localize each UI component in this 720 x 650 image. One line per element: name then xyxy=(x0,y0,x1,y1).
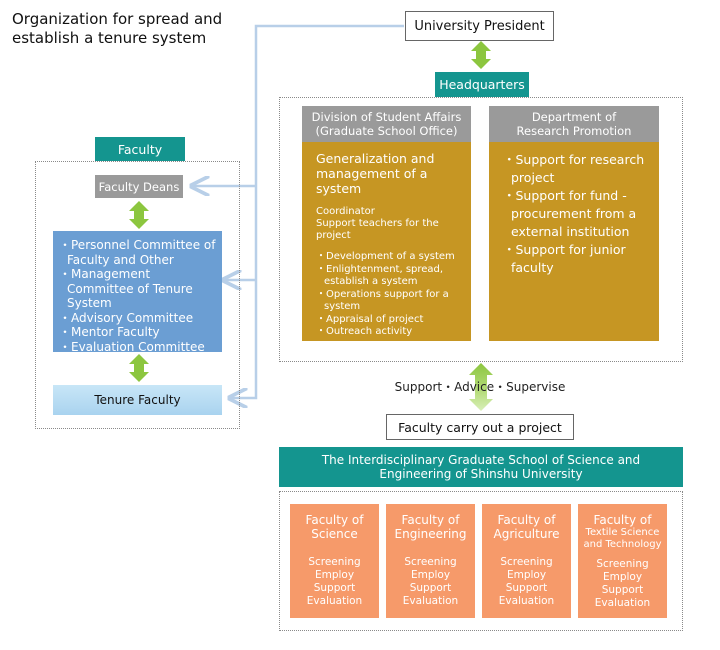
faculty-panel-label: Faculty xyxy=(95,137,185,161)
committee-item: ・Personnel Committee of Faculty and Othe… xyxy=(59,238,216,267)
faculty-card-name: Textile Science and Technology xyxy=(583,527,662,550)
faculty-deans-label: Faculty Deans xyxy=(98,179,180,194)
project-box: Faculty carry out a project xyxy=(386,414,574,440)
graduate-school-banner: The Interdisciplinary Graduate School of… xyxy=(279,447,683,487)
faculty-card: Faculty of Engineering Screening Employ … xyxy=(386,504,475,618)
faculty-card: Faculty of Agriculture Screening Employ … xyxy=(482,504,571,618)
faculty-card-tasks: Screening Employ Support Evaluation xyxy=(386,556,475,608)
committee-item: ・Evaluation Committee xyxy=(59,339,205,354)
university-president-label: University President xyxy=(414,18,545,34)
faculty-card-name: Science xyxy=(311,527,358,541)
faculty-task: Evaluation xyxy=(402,595,459,607)
faculty-task: Evaluation xyxy=(306,595,363,607)
president-connector xyxy=(192,24,404,398)
faculty-deans-box: Faculty Deans xyxy=(95,175,183,198)
committee-item: ・Advisory Committee xyxy=(59,310,194,325)
committee-item: ・Mentor Faculty xyxy=(59,325,160,339)
division-bullet: ・Outreach activity xyxy=(316,326,413,337)
division-header-line1: Division of Student Affairs xyxy=(311,110,462,124)
research-bullet: ・Support for junior faculty xyxy=(503,242,626,275)
faculty-card: Faculty of Textile Science and Technolog… xyxy=(578,504,667,618)
tenure-faculty-label: Tenure Faculty xyxy=(94,393,181,407)
page-title: Organization for spread and establish a … xyxy=(12,10,223,47)
division-bullet-list: ・Development of a system ・Enlightenment,… xyxy=(316,251,461,339)
double-arrow-icon xyxy=(471,41,491,69)
coordinator-label: Coordinator xyxy=(316,206,375,217)
graduate-school-label: The Interdisciplinary Graduate School of… xyxy=(321,453,641,481)
coordinator-desc: Support teachers for the project xyxy=(316,218,439,241)
faculty-task: Evaluation xyxy=(498,595,555,607)
faculty-card: Faculty of Science Screening Employ Supp… xyxy=(290,504,379,618)
faculty-task: Support xyxy=(313,582,356,594)
faculty-task: Screening xyxy=(596,558,649,570)
faculty-card-name: Engineering xyxy=(394,527,467,541)
division-header: Division of Student Affairs (Graduate Sc… xyxy=(302,106,471,142)
research-header-line2: Research Promotion xyxy=(516,124,632,138)
division-bullet: ・Development of a system xyxy=(316,251,455,262)
faculty-card-tasks: Screening Employ Support Evaluation xyxy=(578,558,667,610)
research-bullet: ・Support for fund - procurement from a e… xyxy=(503,188,637,239)
double-arrow-icon xyxy=(469,363,493,411)
faculty-task: Evaluation xyxy=(594,597,651,609)
faculty-panel-container xyxy=(35,161,240,429)
division-heading: Generalization and management of a syste… xyxy=(316,151,435,196)
research-header-line1: Department of xyxy=(531,110,617,124)
division-bullet: ・Enlightenment, spread, establish a syst… xyxy=(316,263,444,288)
faculty-task: Employ xyxy=(410,569,451,581)
faculty-card-tasks: Screening Employ Support Evaluation xyxy=(290,556,379,608)
double-arrow-icon xyxy=(129,354,149,382)
committee-list: ・Personnel Committee of Faculty and Othe… xyxy=(59,238,218,354)
faculty-card-name: Faculty of xyxy=(401,513,460,527)
research-body: ・Support for research project ・Support f… xyxy=(489,142,659,341)
division-body: Generalization and management of a syste… xyxy=(302,142,471,341)
support-advice-supervise-text: Support・Advice・Supervise xyxy=(394,380,566,394)
headquarters-label: Headquarters xyxy=(435,72,529,97)
faculty-task: Screening xyxy=(500,556,553,568)
research-header: Department of Research Promotion xyxy=(489,106,659,142)
faculty-task: Screening xyxy=(404,556,457,568)
faculty-card-name: Faculty of xyxy=(305,513,364,527)
research-bullet: ・Support for research project xyxy=(503,152,645,185)
double-arrow-icon xyxy=(129,201,149,229)
committee-item: ・Management Committee of Tenure System xyxy=(59,267,193,310)
faculty-card-name: Faculty of xyxy=(593,513,652,527)
faculty-task: Employ xyxy=(602,571,643,583)
tenure-faculty-box: Tenure Faculty xyxy=(53,385,222,415)
faculty-task: Employ xyxy=(506,569,547,581)
faculty-task: Support xyxy=(505,582,548,594)
division-header-line2: (Graduate School Office) xyxy=(315,124,458,138)
faculties-container xyxy=(279,491,683,631)
faculty-task: Employ xyxy=(314,569,355,581)
committees-box: ・Personnel Committee of Faculty and Othe… xyxy=(53,231,222,354)
faculty-card-tasks: Screening Employ Support Evaluation xyxy=(482,556,571,608)
division-bullet: ・Operations support for a system xyxy=(316,288,449,313)
faculty-task: Screening xyxy=(308,556,361,568)
research-bullet-list: ・Support for research project ・Support f… xyxy=(503,151,651,277)
faculty-card-name: Agriculture xyxy=(493,527,560,541)
headquarters-text: Headquarters xyxy=(439,77,525,92)
headquarters-container xyxy=(279,97,683,362)
faculty-panel-text: Faculty xyxy=(117,141,163,157)
faculty-task: Support xyxy=(409,582,452,594)
university-president-box: University President xyxy=(405,11,554,41)
faculty-task: Support xyxy=(601,584,644,596)
faculty-card-name: Faculty of xyxy=(497,513,556,527)
project-label: Faculty carry out a project xyxy=(398,419,562,435)
division-bullet: ・Appraisal of project xyxy=(316,313,424,325)
